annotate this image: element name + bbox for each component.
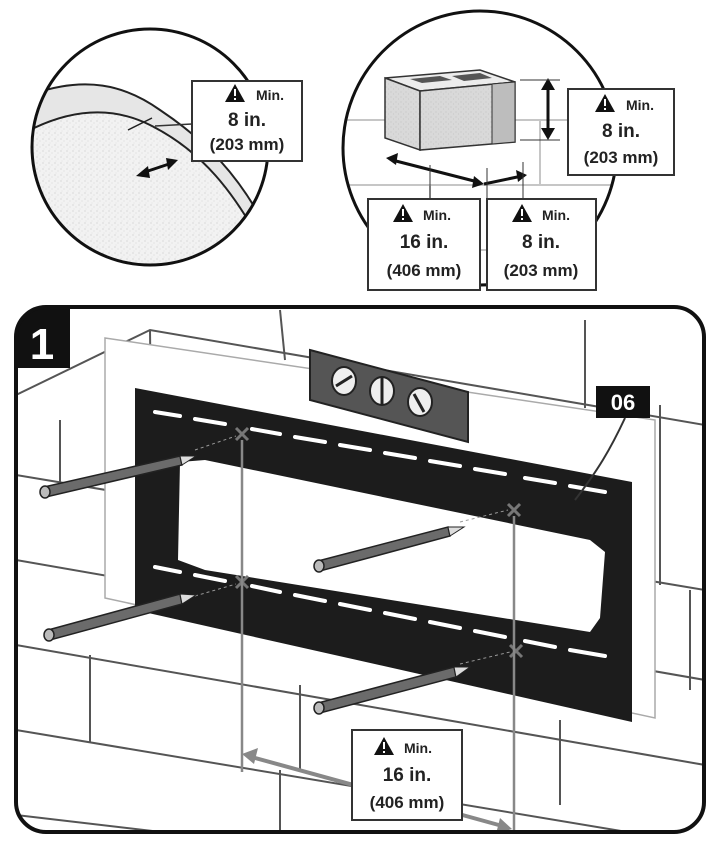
warning-triangle-icon bbox=[374, 737, 394, 755]
level-vial-icon bbox=[407, 387, 433, 417]
step-number-badge: 1 bbox=[16, 307, 70, 369]
screw-cross-icon bbox=[234, 426, 250, 442]
callout-stud-spacing: Min. 8 in. (203 mm) bbox=[191, 80, 303, 162]
callout-block-width: Min. 16 in. (406 mm) bbox=[367, 198, 481, 291]
callout-millimeters: (406 mm) bbox=[370, 793, 445, 812]
callout-inches: 16 in. bbox=[400, 232, 449, 253]
callout-min-label: Min. bbox=[423, 207, 451, 223]
warning-triangle-icon bbox=[393, 204, 413, 222]
part-number: 06 bbox=[611, 390, 635, 415]
callout-hole-spacing: Min. 16 in. (406 mm) bbox=[351, 729, 463, 821]
bubble-level bbox=[309, 348, 469, 444]
pencil-icon bbox=[313, 526, 466, 573]
callout-min-label: Min. bbox=[404, 740, 432, 756]
warning-triangle-icon bbox=[225, 84, 245, 102]
warning-triangle-icon bbox=[595, 94, 615, 112]
step-number: 1 bbox=[30, 320, 54, 369]
callout-inches: 8 in. bbox=[228, 110, 266, 131]
callout-min-label: Min. bbox=[626, 97, 654, 113]
callout-inches: 8 in. bbox=[602, 121, 640, 142]
wall-plate-bracket bbox=[135, 388, 632, 722]
screw-cross-icon bbox=[506, 502, 522, 518]
level-vial-icon bbox=[331, 366, 357, 396]
panel-frame bbox=[14, 305, 706, 834]
callout-millimeters: (203 mm) bbox=[504, 261, 579, 280]
callout-inches: 16 in. bbox=[383, 765, 432, 786]
double-arrow-icon bbox=[386, 153, 527, 198]
callout-inches: 8 in. bbox=[522, 232, 560, 253]
double-arrow-icon bbox=[520, 78, 560, 141]
callout-min-label: Min. bbox=[542, 207, 570, 223]
pencil-icon bbox=[313, 666, 472, 715]
level-vial-icon bbox=[369, 376, 395, 406]
pencil-icon bbox=[39, 455, 198, 499]
callout-millimeters: (406 mm) bbox=[387, 261, 462, 280]
step-1-panel: 06 Min. 16 in. (406 mm) 1 bbox=[14, 305, 706, 834]
pencil-icon bbox=[43, 593, 198, 642]
callout-millimeters: (203 mm) bbox=[210, 135, 285, 154]
screw-cross-icon bbox=[508, 643, 524, 659]
callout-block-depth: Min. 8 in. (203 mm) bbox=[486, 198, 597, 291]
callout-block-height: Min. 8 in. (203 mm) bbox=[567, 88, 675, 176]
callout-millimeters: (203 mm) bbox=[584, 148, 659, 167]
callout-min-label: Min. bbox=[256, 87, 284, 103]
double-arrow-icon bbox=[136, 158, 178, 178]
part-label-06: 06 bbox=[574, 386, 650, 501]
warning-triangle-icon bbox=[512, 204, 532, 222]
